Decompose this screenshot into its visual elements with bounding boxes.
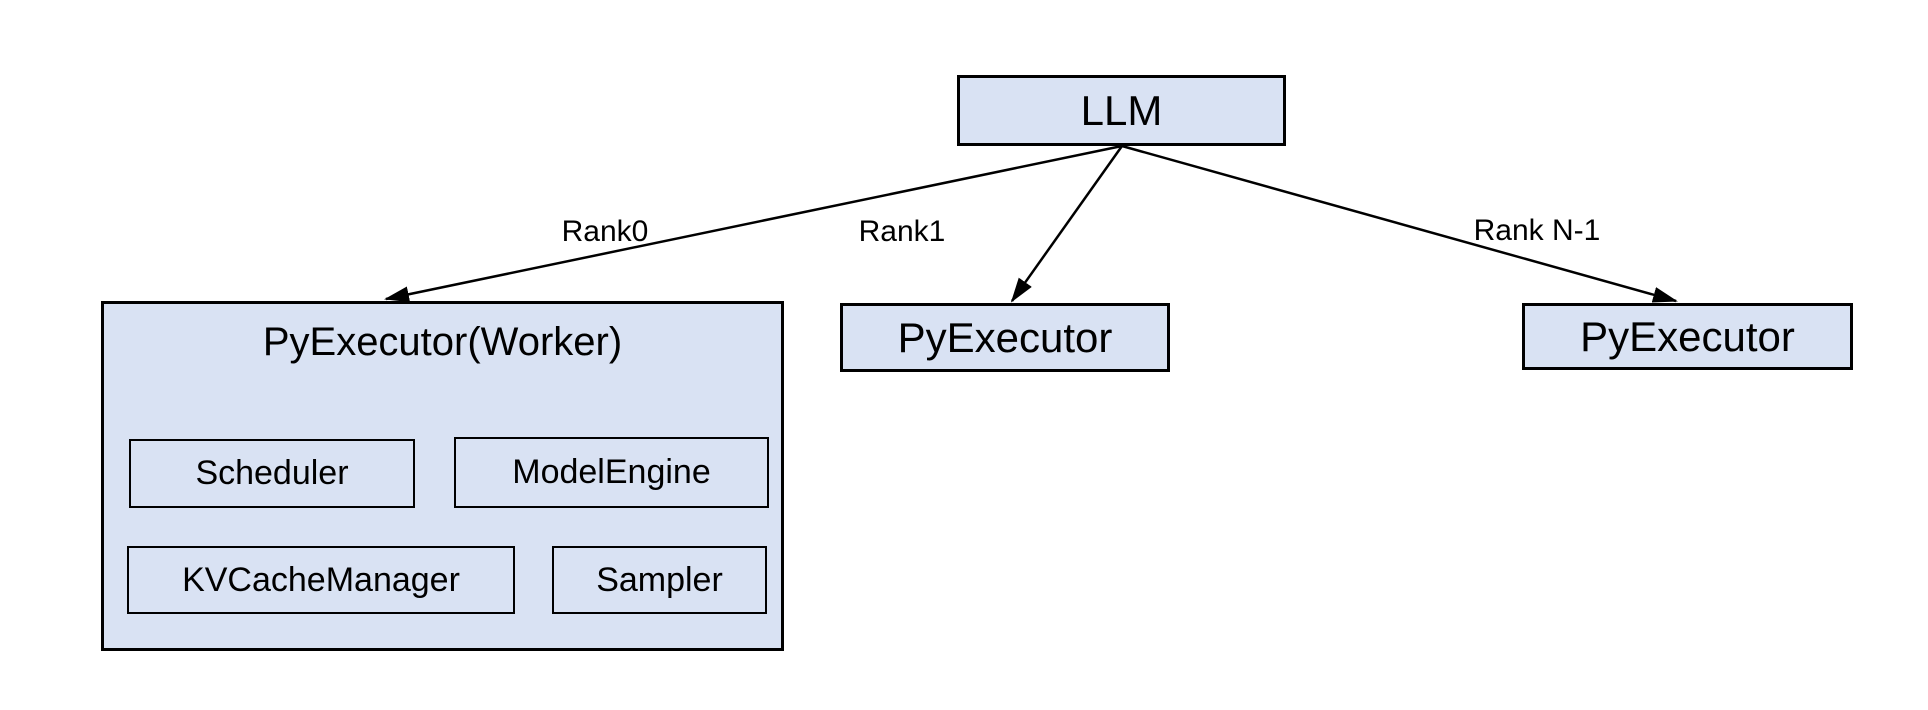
- llm-box: LLM: [957, 75, 1286, 146]
- pyexecutor-worker-title: PyExecutor(Worker): [262, 320, 623, 364]
- scheduler-label: Scheduler: [195, 454, 349, 492]
- pyexecutor-rank-n-1-label: PyExecutor: [1580, 312, 1795, 360]
- sampler-box: Sampler: [552, 546, 767, 614]
- arrow-llm-to-rank1: [1010, 145, 1124, 303]
- edge-label-rank0: Rank0: [561, 215, 649, 248]
- modelengine-box: ModelEngine: [454, 437, 769, 508]
- pyexecutor-worker-box: PyExecutor(Worker) Scheduler ModelEngine…: [101, 301, 784, 651]
- pyexecutor-rank1-label: PyExecutor: [897, 313, 1113, 361]
- pyexecutor-rank-n-1-box: PyExecutor: [1522, 303, 1853, 370]
- arrow-llm-to-rank0: [384, 144, 1123, 303]
- modelengine-label: ModelEngine: [512, 453, 711, 491]
- pyexecutor-rank1-box: PyExecutor: [840, 303, 1170, 372]
- arrow-llm-to-rank-n-1: [1121, 144, 1678, 303]
- edge-label-rank-n-1: Rank N-1: [1473, 214, 1601, 247]
- scheduler-box: Scheduler: [129, 439, 415, 508]
- edge-label-rank1: Rank1: [858, 215, 946, 248]
- kvcachemanager-box: KVCacheManager: [127, 546, 515, 614]
- kvcachemanager-label: KVCacheManager: [182, 560, 460, 599]
- llm-label: LLM: [1080, 86, 1163, 134]
- sampler-label: Sampler: [596, 560, 723, 599]
